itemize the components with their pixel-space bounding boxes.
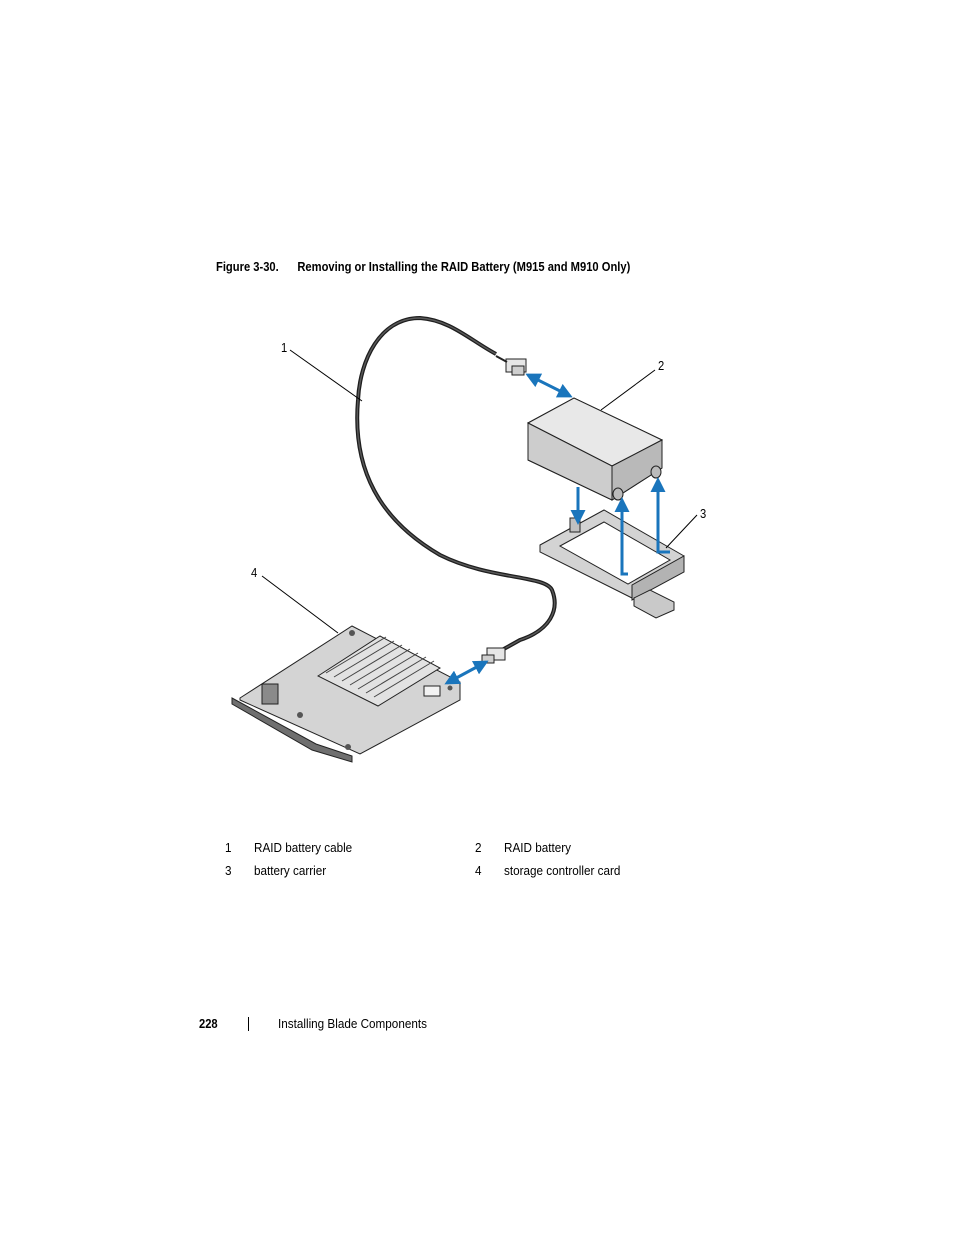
figure-number: Figure 3-30. [216,259,279,274]
legend-label: battery carrier [254,863,327,878]
legend-label: RAID battery cable [254,840,353,855]
callout-leaders [261,349,698,634]
legend-row: 3 battery carrier 4 storage controller c… [224,863,684,886]
page-number: 228 [199,1016,218,1031]
legend-label: RAID battery [504,840,571,855]
legend-label: storage controller card [504,863,621,878]
callout-2: 2 [658,358,665,373]
raid-battery-cable [355,315,557,664]
arrow-carrier-up-right [650,477,670,554]
legend-num: 1 [225,840,232,855]
callout-1: 1 [281,340,288,355]
arrow-cable-to-battery [525,373,573,398]
storage-controller-card [231,625,461,763]
arrow-carrier-up-left [614,497,630,576]
figure-title: Removing or Installing the RAID Battery … [297,259,631,274]
arrow-cable-to-card [444,660,489,685]
callout-4: 4 [251,565,258,580]
legend-num: 3 [225,863,232,878]
raid-battery [526,397,664,501]
footer-section-title: Installing Blade Components [278,1016,427,1031]
figure-legend: 1 RAID battery cable 2 RAID battery 3 ba… [224,840,684,886]
movement-arrows [444,373,670,685]
legend-num: 2 [475,840,482,855]
footer-separator [248,1017,249,1031]
legend-num: 4 [475,863,482,878]
legend-row: 1 RAID battery cable 2 RAID battery [224,840,684,863]
battery-carrier [539,509,685,619]
figure-caption: Figure 3-30. Removing or Installing the … [216,259,630,274]
callout-3: 3 [700,506,707,521]
